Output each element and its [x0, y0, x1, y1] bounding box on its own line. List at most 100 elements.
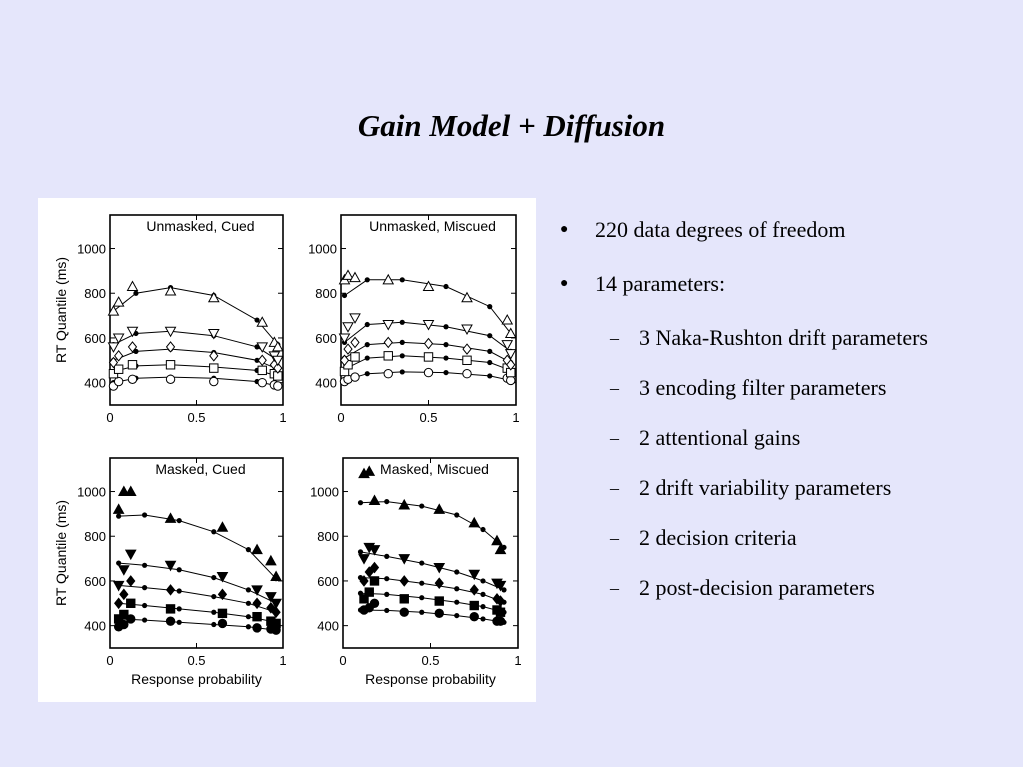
sub-bullet-text: 2 post-decision parameters: [639, 575, 875, 600]
circle-marker: [383, 369, 393, 379]
fit-point: [480, 591, 486, 597]
y-tick-label: 400: [317, 619, 339, 634]
square-marker: [252, 612, 262, 622]
fit-point: [211, 621, 217, 628]
y-tick-label: 400: [84, 619, 106, 634]
triangle-up-marker: [504, 327, 517, 338]
fit-point: [454, 599, 460, 605]
x-tick-label: 0: [339, 653, 346, 668]
square-marker: [113, 364, 124, 374]
triangle-down-marker: [422, 320, 435, 331]
fit-point: [364, 355, 370, 361]
dash-icon: –: [610, 378, 619, 398]
fit-point: [454, 586, 460, 592]
square-marker: [119, 609, 129, 620]
triangle-up-marker: [501, 314, 514, 325]
triangle-up-marker: [251, 543, 263, 555]
fit-point: [419, 503, 425, 509]
fit-line: [360, 551, 505, 591]
dash-icon: –: [610, 328, 619, 348]
y-tick-label: 1000: [77, 242, 106, 257]
diamond-marker: [339, 354, 350, 367]
y-tick-label: 600: [317, 574, 339, 589]
circle-marker: [165, 374, 176, 384]
diamond-marker: [364, 566, 374, 578]
fit-line: [360, 501, 505, 548]
circle-marker: [469, 612, 479, 622]
fit-point: [211, 593, 217, 600]
triangle-up-marker: [349, 271, 361, 283]
fit-point: [364, 371, 370, 377]
fit-point: [341, 292, 348, 299]
triangle-down-marker: [256, 342, 269, 353]
triangle-down-marker: [164, 326, 177, 338]
fit-line: [344, 279, 512, 334]
y-tick-label: 600: [84, 331, 106, 346]
fit-point: [211, 529, 217, 535]
triangle-down-marker: [112, 333, 125, 344]
diamond-marker: [434, 577, 444, 589]
fit-point: [454, 569, 460, 575]
fit-point: [142, 585, 148, 591]
triangle-up-marker: [461, 291, 473, 303]
x-tick-label: 1: [279, 410, 286, 425]
fit-point: [399, 339, 405, 346]
fit-point: [480, 604, 486, 610]
fit-point: [176, 588, 182, 594]
square-marker: [126, 598, 136, 608]
y-tick-label: 1000: [77, 485, 106, 500]
fit-point: [399, 319, 405, 325]
diamond-marker: [273, 362, 283, 374]
square-marker: [127, 360, 138, 370]
triangle-up-marker: [433, 503, 446, 514]
fit-point: [142, 512, 148, 518]
circle-marker: [273, 381, 283, 391]
diamond-marker: [119, 588, 129, 601]
diamond-marker: [359, 575, 369, 587]
fit-point: [443, 283, 449, 290]
diamond-marker: [423, 337, 434, 350]
triangle-down-marker: [382, 320, 395, 331]
triangle-down-marker: [216, 571, 229, 583]
x-tick-label: 0: [337, 410, 344, 425]
diamond-marker: [257, 354, 267, 367]
triangle-down-marker: [461, 324, 473, 336]
circle-marker: [113, 376, 124, 387]
fit-point: [133, 348, 139, 354]
panel-title: Unmasked, Miscued: [369, 218, 496, 234]
fit-point: [443, 324, 449, 330]
fit-point: [245, 547, 251, 553]
fit-point: [501, 587, 507, 593]
triangle-up-marker: [164, 284, 177, 296]
diamond-marker: [252, 597, 262, 610]
circle-marker: [399, 607, 409, 617]
y-tick-label: 600: [84, 574, 106, 589]
diamond-marker: [165, 341, 176, 353]
triangle-up-marker: [216, 521, 229, 532]
triangle-down-marker: [117, 565, 130, 576]
triangle-up-marker: [468, 516, 481, 528]
dash-icon: –: [610, 478, 619, 498]
triangle-up-marker: [368, 494, 381, 505]
triangle-up-marker: [117, 485, 130, 497]
circle-marker: [209, 376, 219, 387]
bullet-dot-icon: ●: [560, 276, 569, 291]
fit-point: [245, 614, 251, 620]
diamond-marker: [343, 343, 353, 355]
square-marker: [434, 596, 444, 606]
square-marker: [257, 365, 267, 376]
fit-point: [487, 359, 493, 366]
circle-marker: [252, 623, 262, 633]
triangle-up-marker: [112, 296, 125, 307]
y-tick-label: 400: [84, 376, 106, 391]
fit-point: [142, 562, 148, 568]
square-marker: [271, 618, 281, 629]
diamond-marker: [469, 584, 479, 596]
fit-point: [480, 616, 486, 622]
triangle-up-marker: [271, 340, 284, 352]
x-tick-label: 0: [106, 653, 113, 668]
fit-point: [116, 560, 122, 566]
triangle-down-marker: [112, 580, 125, 592]
triangle-down-marker: [338, 333, 351, 344]
